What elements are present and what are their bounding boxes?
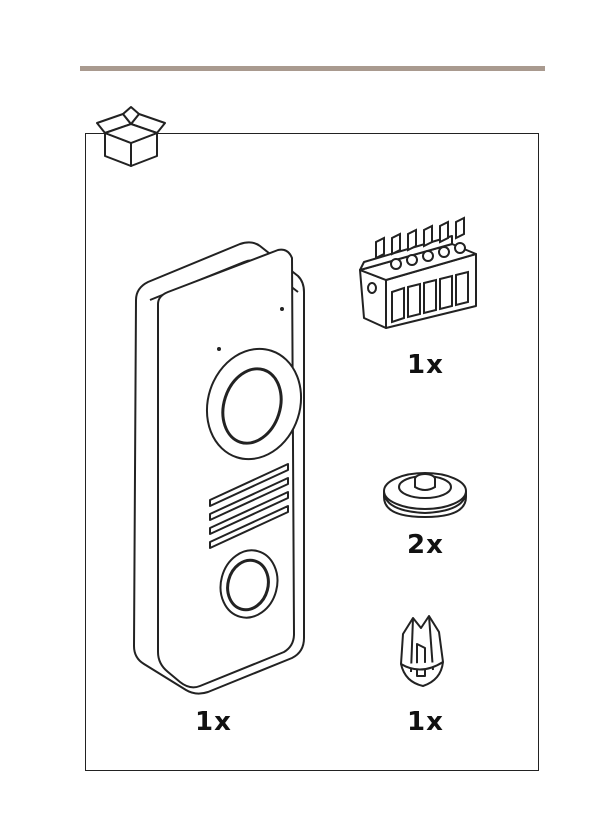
terminal-block-illustration [356, 224, 480, 332]
door-station-illustration [128, 238, 308, 698]
gland-insert-illustration [395, 614, 449, 694]
header-rule [80, 66, 545, 71]
connector-quantity: 1x [407, 350, 444, 380]
open-box-icon [95, 103, 167, 169]
grommet-illustration [380, 467, 470, 519]
grommet-quantity: 2x [407, 530, 444, 560]
door-station-quantity: 1x [195, 707, 232, 737]
gland-insert-quantity: 1x [407, 707, 444, 737]
